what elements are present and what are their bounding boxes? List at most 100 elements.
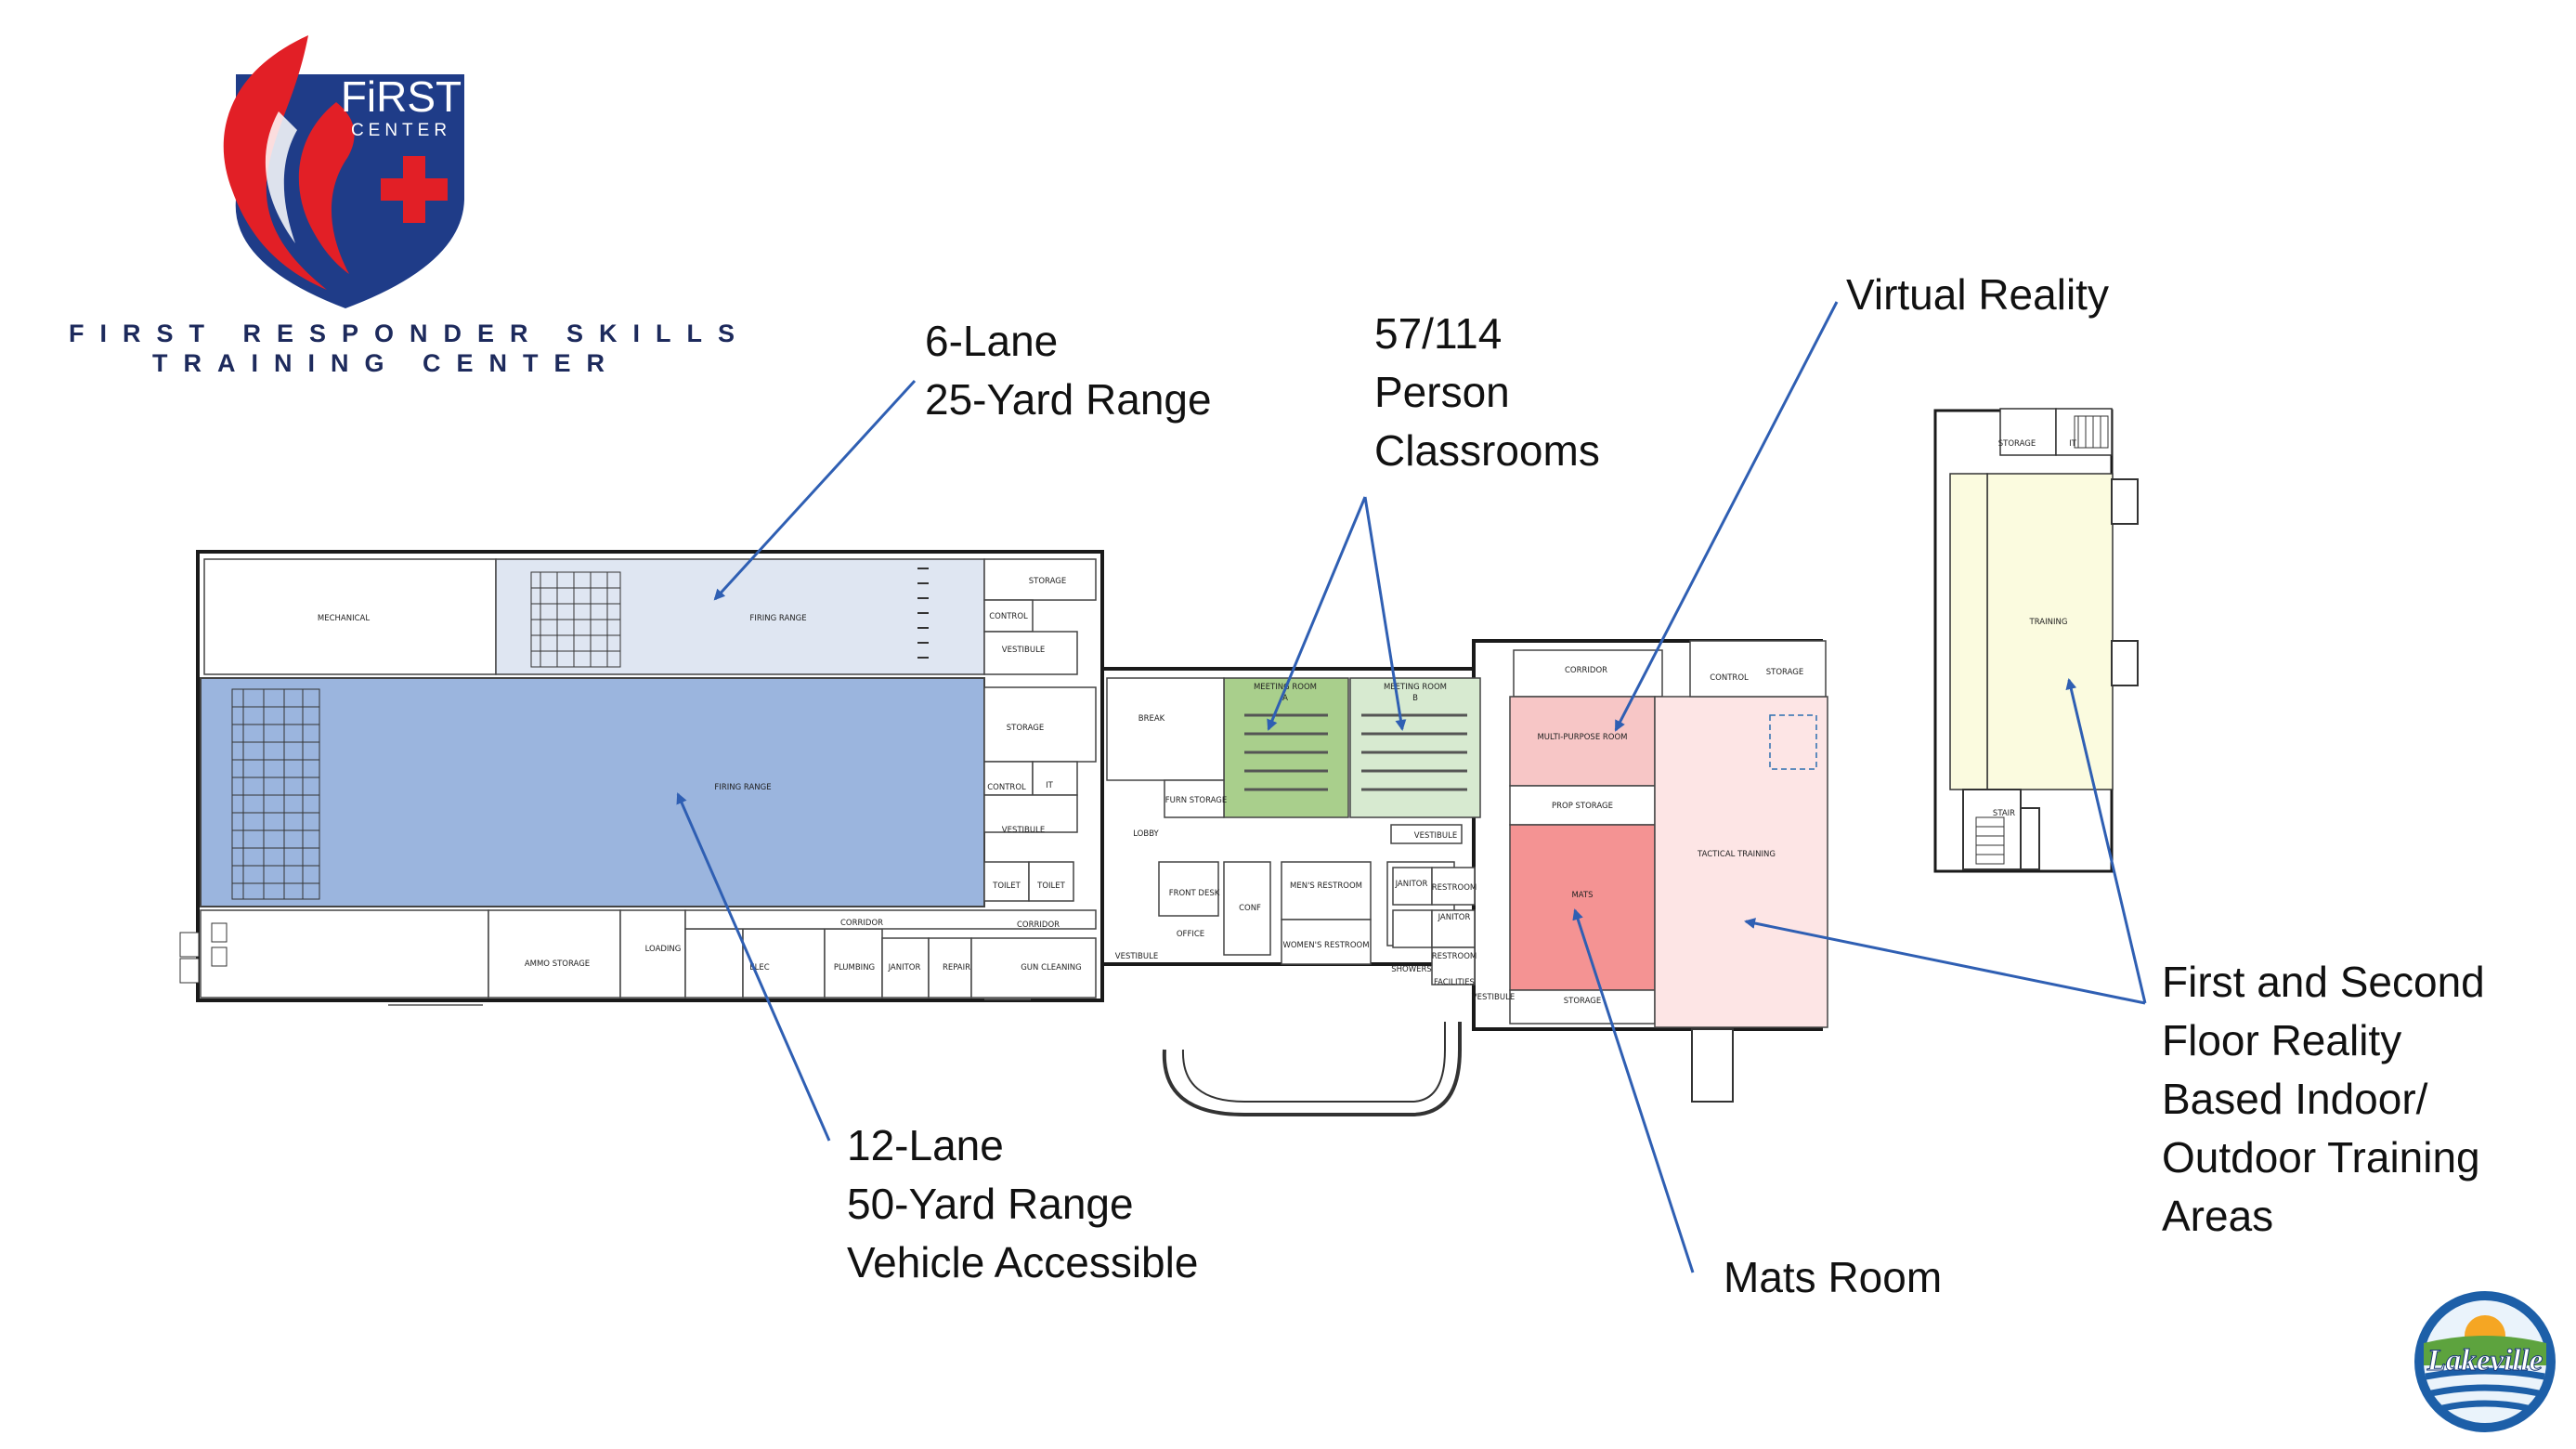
brand-subtitle-line1: FIRST RESPONDER SKILLS — [69, 320, 751, 347]
arrow-vr — [1614, 301, 1839, 732]
callout-range25-line2: 25-Yard Range — [925, 375, 1212, 424]
room-label-firing-range-small: FIRING RANGE — [749, 614, 806, 623]
logo-center-text: CENTER — [351, 121, 451, 140]
storage-bottom — [1509, 989, 1656, 1025]
room-label-firing-range-large: FIRING RANGE — [714, 783, 771, 792]
arrow-range25 — [713, 379, 917, 601]
logo-flame-outer — [223, 35, 327, 290]
room-label-womens-restroom: WOMEN'S RESTROOM — [1282, 941, 1369, 950]
room-label-toilet-b: TOILET — [1036, 881, 1065, 891]
room-label-corridor-a: CORRIDOR — [840, 919, 883, 928]
room-label-front-desk: FRONT DESK — [1169, 889, 1220, 898]
room-label-furn-storage: FURN STORAGE — [1165, 796, 1228, 805]
room-label-storage-a: STORAGE — [1029, 577, 1066, 586]
callout-classrooms-line2: Person — [1374, 368, 1510, 416]
meeting-room-b — [1349, 677, 1481, 818]
room-label-elec: ELEC — [749, 963, 769, 973]
lakeville-logo: Lakeville — [2414, 1291, 2556, 1432]
room-label-plumbing: PLUMBING — [834, 963, 875, 973]
callout-range50: 12-Lane 50-Yard Range Vehicle Accessible — [847, 1116, 1198, 1292]
room-label-meeting-a-sub: A — [1282, 694, 1288, 703]
room-label-ammo-storage: AMMO STORAGE — [525, 959, 590, 969]
callout-reality-line1: First and Second — [2162, 958, 2485, 1006]
multi-purpose-room — [1509, 696, 1656, 787]
room-label-multipurpose: MULTI-PURPOSE ROOM — [1537, 733, 1627, 742]
room-label-toilet-a: TOILET — [992, 881, 1021, 891]
firing-range-50yd — [200, 677, 985, 907]
room-label-stair: STAIR — [1993, 809, 2015, 818]
room-label-janitor-a: JANITOR — [888, 963, 921, 973]
mats-room — [1509, 824, 1656, 991]
callout-classrooms-line3: Classrooms — [1374, 426, 1600, 475]
room-label-restroom-a: RESTROOM — [1432, 883, 1477, 893]
arrow-classroom-a — [1267, 496, 1367, 731]
room-label-corridor-c: CORRIDOR — [1565, 666, 1607, 675]
room-label-vestibule-e: VESTIBULE — [1472, 993, 1515, 1002]
room-label-janitor-b: JANITOR — [1395, 880, 1428, 889]
room-label-repair: REPAIR — [943, 963, 970, 973]
room-label-vestibule-d: VESTIBULE — [1115, 952, 1158, 961]
prop-storage — [1509, 785, 1656, 826]
callout-mats: Mats Room — [1724, 1248, 1942, 1307]
room-label-break: BREAK — [1138, 714, 1165, 724]
callout-classrooms-line1: 57/114 — [1374, 309, 1503, 358]
callout-range25-line1: 6-Lane — [925, 317, 1059, 365]
room-label-storage-c: STORAGE — [1766, 668, 1803, 677]
lakeville-logo-text: Lakeville — [2426, 1344, 2543, 1377]
room-label-storage-d: STORAGE — [1564, 997, 1601, 1006]
room-label-vestibule-b: VESTIBULE — [1002, 826, 1045, 835]
room-label-office: OFFICE — [1177, 930, 1204, 939]
room-label-janitor-c: JANITOR — [1438, 913, 1471, 922]
callout-reality-line3: Based Indoor/ — [2162, 1075, 2428, 1123]
room-label-meeting-b: MEETING ROOM — [1384, 683, 1447, 692]
room-label-prop-storage: PROP STORAGE — [1552, 802, 1613, 811]
room-label-vestibule-a: VESTIBULE — [1002, 646, 1045, 655]
callout-range25: 6-Lane 25-Yard Range — [925, 312, 1212, 429]
logo-first-text: FiRST — [341, 72, 462, 121]
west-wing — [179, 550, 1104, 1006]
meeting-room-a — [1223, 677, 1349, 818]
room-label-vestibule-c: VESTIBULE — [1414, 831, 1457, 841]
room-label-facilities: FACILITIES — [1434, 978, 1475, 987]
logo-flame-inner — [298, 102, 355, 274]
callout-range50-line2: 50-Yard Range — [847, 1180, 1134, 1228]
room-label-corridor-b: CORRIDOR — [1017, 920, 1060, 930]
room-label-restroom-b: RESTROOM — [1432, 952, 1477, 961]
callout-vr-line1: Virtual Reality — [1846, 270, 2109, 319]
room-label-loading: LOADING — [645, 945, 682, 954]
callout-range50-line1: 12-Lane — [847, 1121, 1004, 1169]
callout-reality-line5: Areas — [2162, 1192, 2274, 1240]
room-label-storage-b: STORAGE — [1007, 724, 1044, 733]
room-label-it-a: IT — [1046, 781, 1054, 790]
callout-reality: First and Second Floor Reality Based Ind… — [2162, 953, 2485, 1246]
room-label-conf: CONF — [1239, 904, 1261, 913]
callout-reality-line2: Floor Reality — [2162, 1016, 2402, 1064]
room-label-mens-restroom: MEN'S RESTROOM — [1290, 881, 1362, 891]
room-label-gun-cleaning: GUN CLEANING — [1021, 963, 1082, 973]
annex-building — [1933, 408, 2139, 873]
arrow-classroom-b — [1363, 496, 1407, 731]
callout-reality-line4: Outdoor Training — [2162, 1133, 2480, 1181]
logo-cross-icon — [381, 156, 448, 223]
room-label-lobby: LOBBY — [1133, 829, 1159, 839]
room-label-tactical: TACTICAL TRAINING — [1697, 850, 1776, 859]
arrow-tactical — [1744, 918, 2146, 1005]
central-core — [1100, 639, 1828, 1116]
room-label-mats: MATS — [1571, 891, 1593, 900]
logo-flame-white — [265, 111, 297, 243]
room-label-storage-e: STORAGE — [1998, 439, 2036, 449]
room-label-showers-a: SHOWERS — [1391, 965, 1432, 974]
room-label-meeting-b-sub: B — [1412, 694, 1418, 703]
callout-classrooms: 57/114 Person Classrooms — [1374, 305, 1600, 480]
room-label-it-b: IT — [2069, 439, 2077, 449]
entrance-drive — [1162, 1022, 1462, 1116]
firing-range-25yd — [495, 558, 985, 675]
room-label-control-b: CONTROL — [987, 783, 1026, 792]
room-label-mechanical: MECHANICAL — [318, 614, 370, 623]
callout-range50-line3: Vehicle Accessible — [847, 1238, 1199, 1286]
first-center-logo: FiRST CENTER — [223, 35, 464, 308]
brand-subtitle-line2: TRAINING CENTER — [152, 349, 620, 377]
arrow-range50 — [676, 792, 831, 1142]
arrow-training — [2065, 678, 2147, 1004]
